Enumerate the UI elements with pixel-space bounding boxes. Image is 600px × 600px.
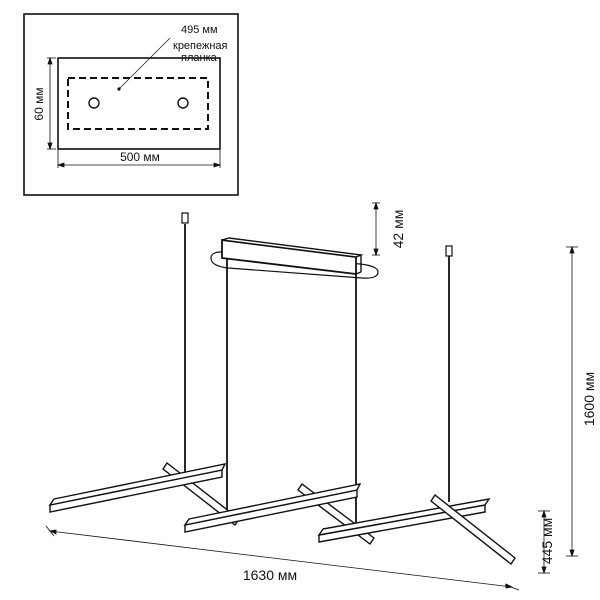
canopy-height-dimension <box>372 201 380 257</box>
total-height-label: 1600 мм <box>581 372 597 426</box>
inset-length-dimension <box>56 150 222 168</box>
inset-length-label: 500 мм <box>120 150 160 164</box>
screw-hole <box>177 97 189 109</box>
inset-height-label: 60 мм <box>32 87 46 120</box>
canopy-plate-outline <box>57 57 221 150</box>
mounting-bracket-outline <box>67 77 209 130</box>
screw-hole <box>88 97 100 109</box>
width-dimension <box>45 525 520 591</box>
bracket-label-line2: планка <box>181 52 218 64</box>
canopy-height-label: 42 мм <box>390 210 406 249</box>
light-bars <box>48 461 516 566</box>
bracket-pointer-line <box>118 37 171 90</box>
bracket-label-line1: крепежная <box>173 40 228 52</box>
inset-height-dimension <box>47 56 56 151</box>
inner-length-label: 495 мм <box>181 24 218 36</box>
total-height-dimension <box>566 245 578 558</box>
cable-grippers <box>181 212 453 257</box>
chandelier-fixture <box>48 212 516 566</box>
mounting-plate-inset: 495 мм крепежная планка 60 мм 500 мм <box>23 13 239 196</box>
width-label: 1630 мм <box>243 567 297 583</box>
depth-label: 445 мм <box>539 518 555 565</box>
depth-dimension <box>538 509 550 575</box>
ceiling-canopy <box>210 237 379 279</box>
